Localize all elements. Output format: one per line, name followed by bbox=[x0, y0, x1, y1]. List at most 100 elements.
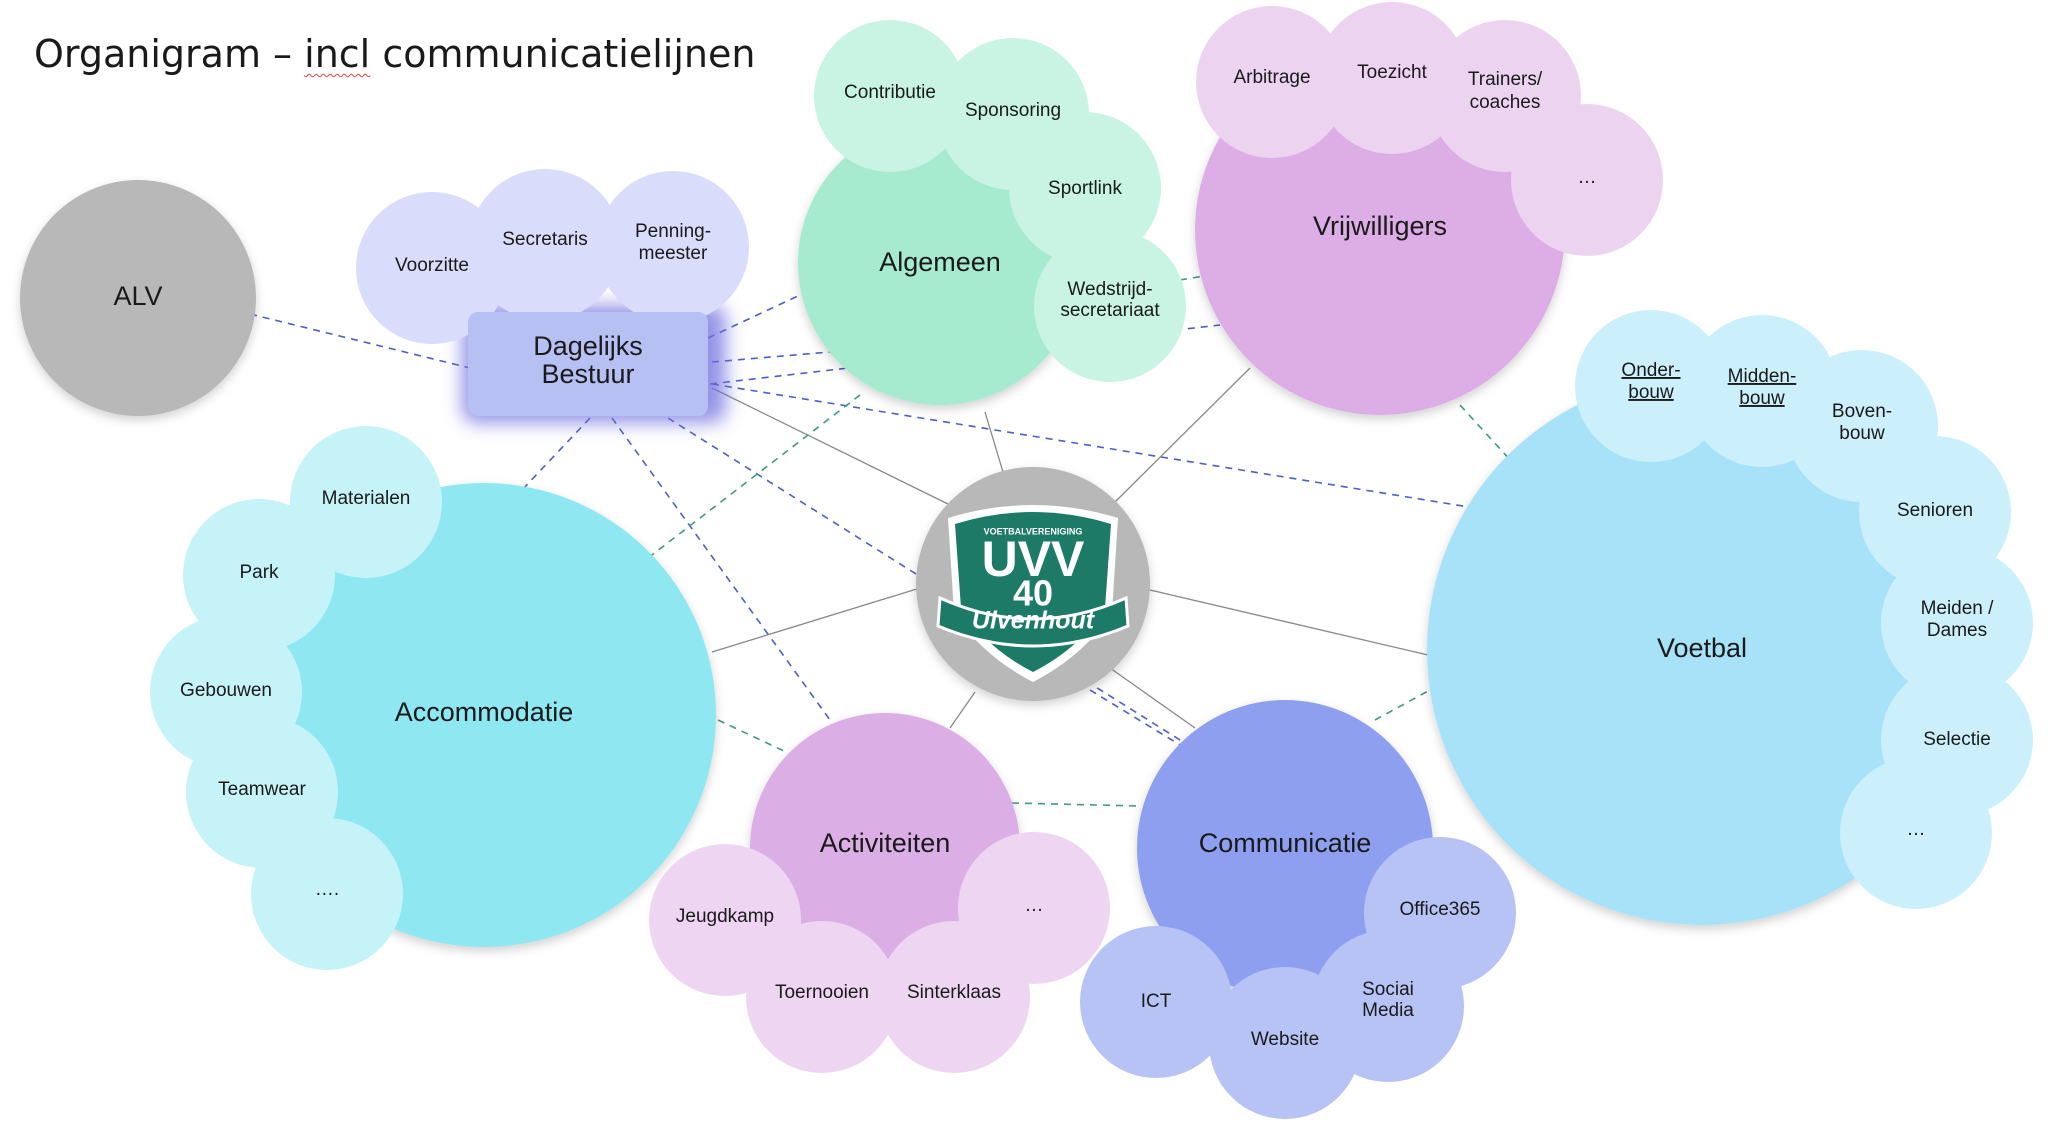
communicatie-item-label: Website bbox=[1251, 1029, 1319, 1050]
voetbal-item-label: … bbox=[1907, 819, 1926, 840]
vrijwilligers-item-bubble bbox=[1196, 6, 1348, 158]
algemeen-item-label: Sportlink bbox=[1048, 178, 1122, 199]
algemeen-item-label: Sponsoring bbox=[965, 100, 1061, 121]
node-alv: ALV bbox=[20, 180, 256, 416]
algemeen-label: Algemeen bbox=[879, 247, 1001, 277]
node-vrijwilligers: Vrijwilligers Arbitrage Toezicht Trainer… bbox=[1195, 2, 1663, 415]
accommodatie-item-bubble bbox=[290, 426, 442, 578]
logo-top-text: VOETBALVERENIGING bbox=[984, 526, 1083, 536]
line-accommodatie-activiteiten bbox=[717, 719, 787, 753]
accommodatie-item-label: Gebouwen bbox=[180, 680, 272, 701]
title-underlined-word: incl bbox=[304, 32, 371, 76]
db-box bbox=[468, 312, 708, 416]
algemeen-item-label: Contributie bbox=[844, 82, 936, 103]
accommodatie-item-label: …. bbox=[315, 879, 339, 900]
voetbal-item-label: bouw bbox=[1739, 388, 1785, 409]
db-role-bubble bbox=[597, 171, 749, 323]
node-dagelijks-bestuur: Dagelijks Bestuur Voorzitte Secretaris P… bbox=[356, 169, 749, 423]
voetbal-item-label: bouw bbox=[1628, 382, 1674, 403]
db-role-label: Voorzitte bbox=[395, 255, 469, 276]
line-db-algemeen-2 bbox=[711, 351, 831, 363]
line-alv-db bbox=[249, 313, 471, 369]
voetbal-item-label: Dames bbox=[1927, 620, 1987, 641]
communicatie-item-bubble bbox=[1080, 926, 1232, 1078]
db-role-bubble bbox=[469, 169, 621, 321]
voetbal-item-bubble bbox=[1840, 757, 1992, 909]
logo-main-text: UVV bbox=[982, 531, 1085, 587]
activiteiten-item-label: … bbox=[1025, 895, 1044, 916]
algemeen-item-bubble bbox=[1034, 230, 1186, 382]
vrijwilligers-item-label: coaches bbox=[1470, 92, 1541, 113]
alv-circle bbox=[20, 180, 256, 416]
line-center-vrijwilligers bbox=[1114, 367, 1251, 503]
vrijwilligers-item-bubble bbox=[1511, 104, 1663, 256]
title-prefix: Organigram – bbox=[34, 32, 293, 76]
logo-ribbon bbox=[936, 595, 1130, 648]
algemeen-item-label: secretariaat bbox=[1060, 300, 1160, 321]
activiteiten-circle bbox=[750, 713, 1020, 983]
node-algemeen: Algemeen Contributie Sponsoring Sportlin… bbox=[798, 20, 1186, 405]
accommodatie-item-bubble bbox=[251, 818, 403, 970]
activiteiten-item-label: Toernooien bbox=[775, 982, 869, 1003]
voetbal-item-label: bouw bbox=[1839, 423, 1885, 444]
activiteiten-item-label: Sinterklaas bbox=[907, 982, 1001, 1003]
title-suffix: communicatielijnen bbox=[382, 32, 756, 76]
communicatie-item-label: Media bbox=[1362, 1000, 1414, 1021]
voetbal-item-label: Onder- bbox=[1621, 360, 1680, 381]
line-center-algemeen bbox=[984, 411, 1004, 473]
voetbal-item-label: Boven- bbox=[1832, 401, 1892, 422]
line-communicatie-voetbal bbox=[1374, 689, 1431, 721]
vrijwilligers-label: Vrijwilligers bbox=[1313, 211, 1447, 241]
node-voetbal: Voetbal Onder- bouw Midden- bouw Boven- … bbox=[1427, 310, 2033, 925]
accommodatie-item-label: Park bbox=[239, 562, 279, 583]
line-center-communicatie-blue bbox=[1089, 689, 1181, 746]
db-role-label: Penning- bbox=[635, 221, 711, 242]
voetbal-item-label: Selectie bbox=[1923, 729, 1991, 750]
line-activiteiten-communicatie bbox=[1011, 802, 1141, 807]
activiteiten-label: Activiteiten bbox=[820, 828, 951, 858]
node-communicatie: Communicatie Office365 Sociai Media Webs… bbox=[1080, 700, 1516, 1119]
db-role-label: meester bbox=[639, 243, 708, 264]
accommodatie-label: Accommodatie bbox=[395, 697, 574, 727]
communicatie-circle bbox=[1137, 700, 1433, 996]
line-algemeen-vrijwilligers bbox=[1179, 274, 1211, 281]
line-center-voetbal bbox=[1149, 589, 1429, 656]
vrijwilligers-item-label: … bbox=[1578, 167, 1597, 188]
voetbal-item-bubble bbox=[1575, 310, 1727, 462]
line-algemeen-accommodatie bbox=[647, 394, 861, 559]
voetbal-item-bubble bbox=[1881, 547, 2033, 699]
voetbal-item-label: Meiden / bbox=[1921, 598, 1995, 619]
algemeen-item-bubble bbox=[1009, 112, 1161, 264]
activiteiten-item-bubble bbox=[746, 921, 898, 1073]
line-db-accommodatie bbox=[521, 417, 591, 491]
algemeen-item-bubble bbox=[814, 20, 966, 172]
voetbal-circle bbox=[1427, 375, 1977, 925]
line-vrijwilligers-voetbal bbox=[1459, 404, 1513, 463]
voetbal-label: Voetbal bbox=[1657, 633, 1747, 663]
db-role-bubble bbox=[356, 192, 508, 344]
communicatie-item-label: Office365 bbox=[1400, 899, 1481, 920]
line-center-activiteiten bbox=[949, 691, 976, 729]
center-club-logo: VOETBALVERENIGING UVV 40 Ulvenhout bbox=[916, 467, 1150, 701]
node-accommodatie: Accommodatie Materialen Park Gebouwen Te… bbox=[150, 426, 716, 970]
db-label-line1: Dagelijks bbox=[533, 331, 643, 361]
activiteiten-item-bubble bbox=[958, 832, 1110, 984]
vrijwilligers-item-bubble bbox=[1316, 2, 1468, 154]
accommodatie-item-label: Materialen bbox=[322, 488, 411, 509]
node-activiteiten: Activiteiten Jeugdkamp Toernooien Sinter… bbox=[649, 713, 1110, 1073]
activiteiten-item-label: Jeugdkamp bbox=[676, 906, 774, 927]
line-center-accommodatie bbox=[711, 587, 921, 653]
line-db-activiteiten bbox=[611, 417, 831, 721]
vrijwilligers-item-label: Arbitrage bbox=[1233, 67, 1310, 88]
communicatie-item-bubble bbox=[1209, 967, 1361, 1119]
voetbal-item-label: Midden- bbox=[1728, 366, 1797, 387]
logo-ribbon-text: Ulvenhout bbox=[972, 607, 1096, 635]
db-role-label: Secretaris bbox=[502, 229, 588, 250]
db-label-line2: Bestuur bbox=[541, 359, 634, 389]
vrijwilligers-item-label: Toezicht bbox=[1357, 62, 1427, 83]
line-center-db bbox=[711, 387, 951, 506]
page-title: Organigram – incl communicatielijnen bbox=[34, 32, 755, 76]
algemeen-item-label: Wedstrijd- bbox=[1067, 279, 1152, 300]
